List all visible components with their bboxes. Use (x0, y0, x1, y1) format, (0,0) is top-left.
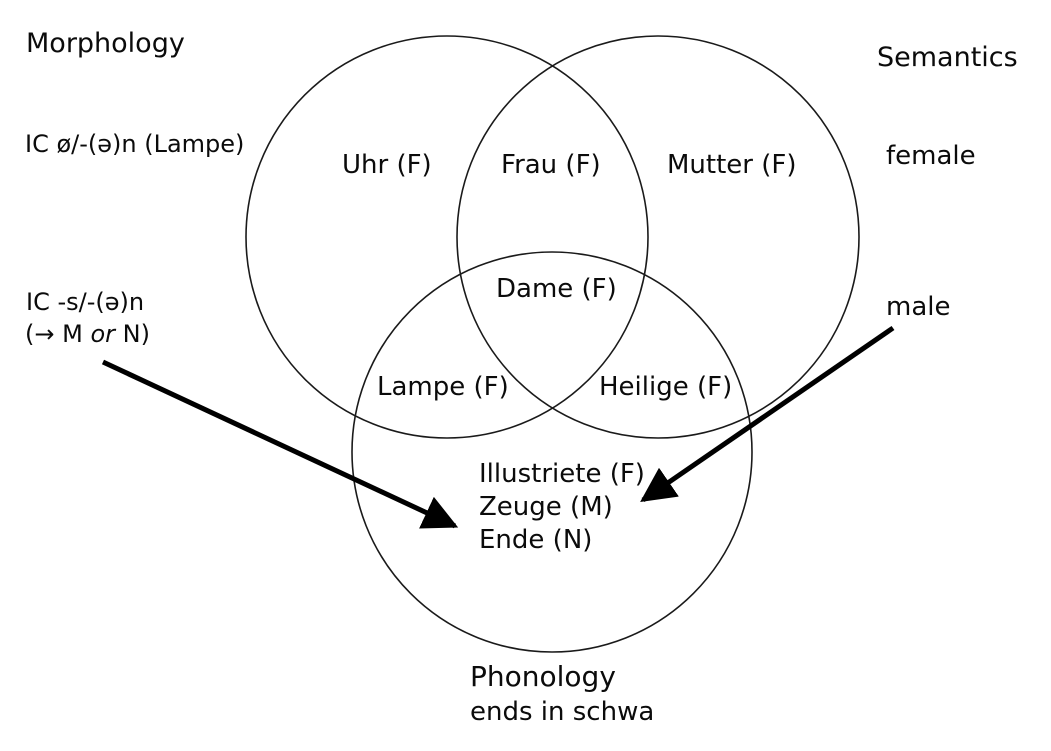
semantics-male-label: male (886, 292, 951, 322)
semantics-female-label: female (886, 141, 976, 171)
region-morphology-phonology: Lampe (F) (377, 372, 509, 402)
region-morphology-only: Uhr (F) (342, 150, 432, 180)
region-phonology-only: Illustriete (F) Zeuge (M) Ende (N) (479, 458, 645, 557)
ic-s-annotation-line2: (→ M or N) (25, 320, 150, 349)
morphology-circle (245, 35, 649, 439)
semantics-title: Semantics (877, 42, 1018, 73)
morphology-title: Morphology (26, 28, 185, 59)
region-semantics-only: Mutter (F) (667, 150, 797, 180)
ic-s-line2-prefix: (→ M (25, 320, 91, 348)
male-arrow (640, 325, 895, 503)
ic-s-line2-suffix: N) (115, 320, 150, 348)
phonology-criterion-label: ends in schwa (470, 697, 655, 727)
semantics-circle (456, 35, 860, 439)
ic-s-annotation-line1: IC -s/-(ə)n (26, 288, 145, 316)
region-all-three: Dame (F) (496, 274, 617, 304)
ic-s-line2-italic-or: or (90, 320, 115, 348)
region-semantics-phonology: Heilige (F) (599, 372, 733, 402)
morphology-criterion-label: IC ø/-(ə)n (Lampe) (25, 130, 245, 158)
phonology-title: Phonology (470, 660, 616, 693)
region-morphology-semantics: Frau (F) (501, 150, 601, 180)
phonology-only-item: Illustriete (F) (479, 459, 645, 489)
phonology-only-item: Ende (N) (479, 525, 593, 555)
phonology-only-item: Zeuge (M) (479, 492, 613, 522)
ic-s-arrow (101, 359, 459, 529)
phonology-circle (351, 251, 753, 653)
